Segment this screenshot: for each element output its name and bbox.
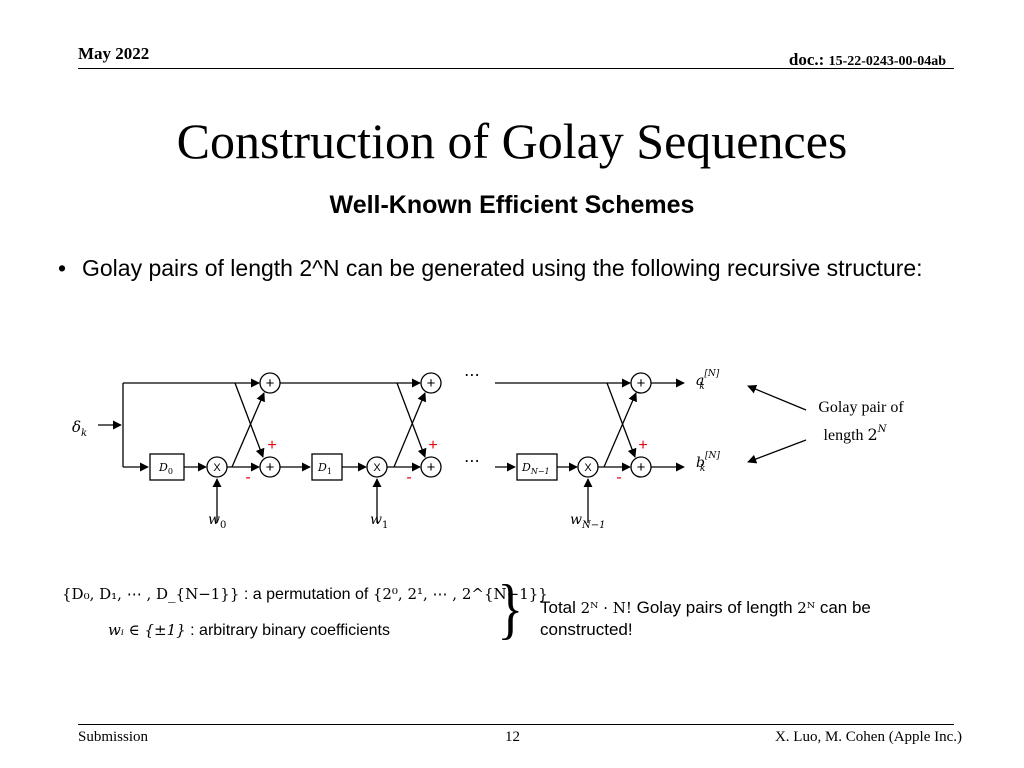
- cross-up-n: [603, 392, 637, 468]
- adder-lower-1: [420, 456, 442, 478]
- footer-submission: Submission: [78, 729, 149, 745]
- plus-sign-red: +: [267, 437, 276, 454]
- weights-math: wᵢ ∈ {±1}: [108, 621, 186, 639]
- bullet-symbol: •: [58, 255, 67, 281]
- adder-upper-1: [420, 372, 442, 394]
- golay-arrow-b: [747, 439, 807, 464]
- weight-label-0: w0: [208, 512, 226, 531]
- permutation-set-math: {D₀, D₁, ⋯ , D_{N−1}}: [62, 585, 240, 603]
- minus-sign-red: -: [616, 469, 621, 486]
- golay-arrow-a: [747, 384, 807, 411]
- delay-label-0: D0: [158, 461, 173, 476]
- delay-label-n: DN−1: [521, 461, 550, 476]
- weights-text: : arbitrary binary coefficients: [185, 622, 390, 639]
- plus-sign-red: +: [638, 437, 647, 454]
- bullet-text: Golay pairs of length 2^N can be generat…: [82, 255, 923, 281]
- permutation-text: : a permutation of: [239, 586, 373, 603]
- cross-up-1: [393, 392, 427, 468]
- footer-authors: X. Luo, M. Cohen (Apple Inc.): [774, 729, 962, 745]
- total-count-math: 2ᴺ · N!: [580, 599, 632, 617]
- adder-symbol: +: [637, 375, 646, 392]
- ellipsis-upper: ⋯: [464, 365, 480, 384]
- cross-up-0: [231, 392, 265, 468]
- minus-sign-red: -: [245, 469, 250, 486]
- footer-page-number: 12: [505, 729, 520, 745]
- header-doc-number: doc.: 15-22-0243-00-04ab: [789, 50, 946, 70]
- output-b-label: b[N]k: [696, 451, 720, 474]
- total-length-math: 2ᴺ: [797, 599, 816, 617]
- cross-down-0: [234, 382, 265, 458]
- golay-label-line2: length 2N: [824, 424, 888, 444]
- total-statement: Total 2ᴺ · N! Golay pairs of length 2ᴺ c…: [540, 597, 960, 641]
- slide-subtitle: Well-Known Efficient Schemes: [329, 191, 695, 219]
- plus-sign-red: +: [428, 437, 437, 454]
- header-date: May 2022: [78, 44, 150, 63]
- note-permutation: {D₀, D₁, ⋯ , D_{N−1}} : a permutation of…: [62, 585, 548, 604]
- weight-label-n: wN−1: [570, 512, 605, 531]
- adder-symbol: +: [266, 375, 275, 392]
- weight-label-1: w1: [370, 512, 388, 531]
- slide-title: Construction of Golay Sequences: [176, 113, 848, 169]
- adder-symbol: +: [427, 375, 436, 392]
- multiplier-symbol: X: [213, 462, 221, 474]
- bullet-item: • Golay pairs of length 2^N can be gener…: [58, 253, 963, 284]
- golay-recursive-structure-diagram: + + + + + + X X X + + + - - - ⋯ ⋯ δk D0 …: [72, 365, 904, 531]
- adder-symbol: +: [427, 459, 436, 476]
- multiplier-symbol: X: [373, 462, 381, 474]
- doc-prefix: doc.:: [788, 50, 825, 69]
- note-weights: wᵢ ∈ {±1} : arbitrary binary coefficient…: [108, 621, 390, 640]
- output-a-label: a[N]k: [696, 369, 720, 392]
- total-text-b: Golay pairs of length: [631, 598, 798, 617]
- delay-label-1: D1: [317, 461, 332, 476]
- total-text-a: Total: [540, 598, 581, 617]
- cross-down-1: [396, 382, 427, 458]
- permutation-of-math: {2⁰, 2¹, ⋯ , 2^{N−1}}: [372, 585, 548, 603]
- input-label: δk: [72, 418, 87, 439]
- curly-brace: }: [497, 570, 524, 646]
- adder-symbol: +: [637, 459, 646, 476]
- golay-label-line1: Golay pair of: [818, 399, 904, 416]
- minus-sign-red: -: [406, 469, 411, 486]
- adder-symbol: +: [266, 459, 275, 476]
- ellipsis-lower: ⋯: [464, 451, 480, 470]
- doc-number: 15-22-0243-00-04ab: [828, 54, 946, 69]
- footer-rule: [78, 724, 954, 725]
- total-text-c: can be constructed!: [540, 598, 871, 639]
- cross-down-n: [606, 382, 637, 458]
- header-rule: [78, 68, 954, 69]
- multiplier-symbol: X: [584, 462, 592, 474]
